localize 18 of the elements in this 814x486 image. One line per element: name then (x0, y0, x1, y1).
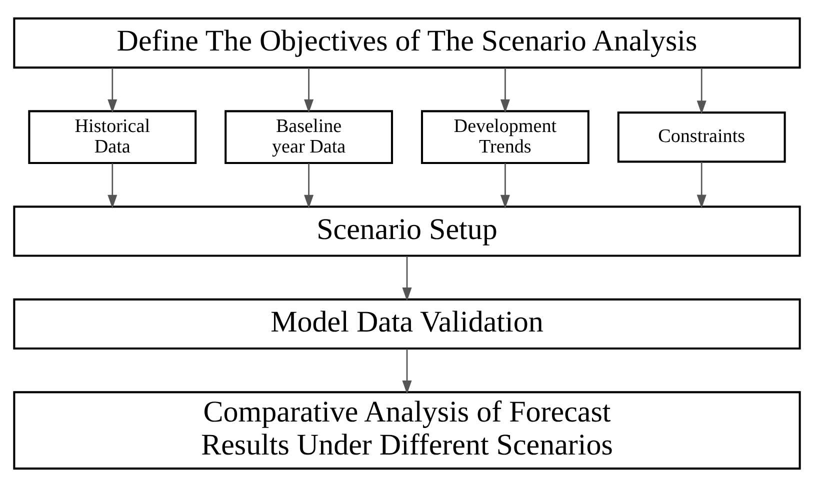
arrow (402, 348, 412, 394)
arrow (108, 162, 118, 208)
node-box: Model Data Validation (13, 298, 801, 350)
node-box: Development Trends (420, 110, 590, 164)
arrow (304, 67, 314, 112)
arrow (500, 67, 510, 112)
node-box: Scenario Setup (13, 205, 801, 256)
arrow (696, 67, 706, 114)
arrow (402, 256, 412, 301)
arrow (500, 162, 510, 208)
arrow (304, 162, 314, 208)
node-box: Baseline year Data (224, 110, 394, 164)
node-box: Comparative Analysis of Forecast Results Under Different Scenarios (13, 390, 801, 470)
node-box: Constraints (617, 111, 786, 162)
arrow (108, 67, 118, 112)
arrow (696, 161, 706, 208)
node-box: Define The Objectives of The Scenario Analysis (13, 16, 801, 68)
node-box: Historical Data (28, 110, 197, 164)
